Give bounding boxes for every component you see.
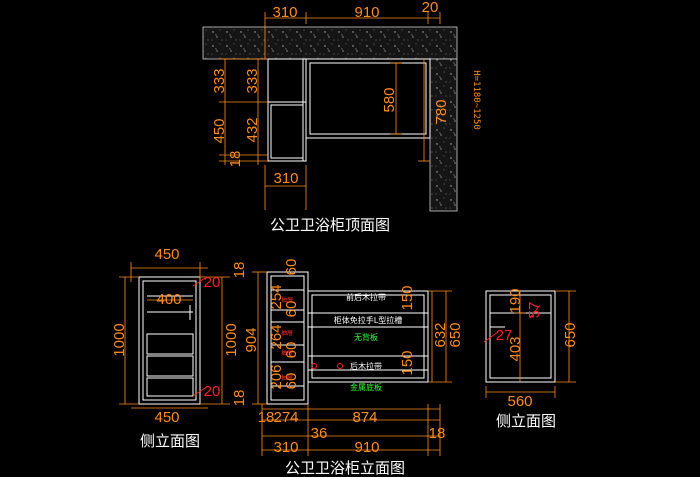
dim-right-780: 780 bbox=[433, 99, 450, 124]
marker-circle-mid bbox=[337, 363, 343, 369]
front-view: 904 60 254 60 264 60 206 60 18 274 874 3… bbox=[243, 259, 464, 477]
top-dim-lines bbox=[219, 12, 441, 210]
dim-bottom-310: 310 bbox=[273, 170, 298, 187]
dim-side-450-top: 450 bbox=[154, 246, 179, 263]
dim-front-274: 274 bbox=[273, 409, 298, 426]
top-view-cabinets bbox=[267, 58, 431, 162]
side-left-outline bbox=[138, 276, 201, 405]
dim-front-650: 650 bbox=[447, 322, 464, 347]
dim-front-910: 910 bbox=[354, 439, 379, 456]
dim-front-60c: 60 bbox=[283, 373, 300, 390]
red-27: 27 bbox=[496, 327, 513, 344]
dim-side-1000-left: 1000 bbox=[111, 323, 128, 356]
dim-right-190: 190 bbox=[507, 288, 524, 313]
dim-top-20: 20 bbox=[422, 0, 439, 16]
dim-side-18-top: 18 bbox=[231, 262, 248, 279]
drawer-label-3: 抽屉 bbox=[281, 349, 293, 357]
dim-side-1000-right: 1000 bbox=[223, 323, 240, 356]
drawer-label-1: 抽屉 bbox=[281, 296, 293, 304]
dim-left-450: 450 bbox=[211, 118, 228, 143]
dim-front-60a: 60 bbox=[283, 301, 300, 318]
front-dims bbox=[252, 271, 452, 456]
front-outline bbox=[266, 271, 429, 405]
label-metal-base: 金属底板 bbox=[350, 382, 382, 392]
dim-front-264: 264 bbox=[268, 324, 285, 349]
dim-front-150b: 150 bbox=[399, 350, 416, 375]
drawer-label-4: 抽屉 bbox=[281, 374, 293, 382]
label-back-wood: 后木拉带 bbox=[350, 361, 382, 371]
side-right-red-marks bbox=[483, 304, 541, 343]
dim-right-403: 403 bbox=[507, 336, 524, 361]
height-note: H=1180~1250 bbox=[471, 70, 481, 130]
dim-front-904: 904 bbox=[243, 327, 260, 352]
dim-side-400: 400 bbox=[156, 291, 181, 308]
dim-front-150a: 150 bbox=[399, 285, 416, 310]
dim-front-60-top: 60 bbox=[283, 259, 300, 276]
label-cabinet-note: 柜体免拉手L型拉槽 bbox=[334, 315, 402, 325]
dim-front-632: 632 bbox=[432, 322, 449, 347]
dim-front-874: 874 bbox=[352, 409, 377, 426]
dim-front-18-left: 18 bbox=[258, 409, 275, 426]
dim-top-910: 910 bbox=[354, 4, 379, 21]
top-view-title: 公卫卫浴柜顶面图 bbox=[270, 216, 390, 234]
dim-left-333b: 333 bbox=[244, 68, 261, 93]
label-no-back: 无背板 bbox=[354, 332, 378, 342]
dim-front-254: 254 bbox=[268, 284, 285, 309]
right-wall bbox=[429, 58, 458, 212]
dim-left-432: 432 bbox=[244, 117, 261, 142]
red-57: 57 bbox=[526, 302, 543, 319]
label-front-back: 前后木拉带 bbox=[346, 292, 386, 302]
dim-front-310: 310 bbox=[273, 439, 298, 456]
dim-left-18: 18 bbox=[227, 151, 244, 168]
dim-side-450-bottom: 450 bbox=[154, 409, 179, 426]
side-view-right: 190 403 650 560 27 57 侧立面图 bbox=[483, 288, 579, 430]
dim-front-206: 206 bbox=[268, 364, 285, 389]
red-20-top: 20 bbox=[204, 274, 221, 291]
dim-side-18-bottom: 18 bbox=[231, 390, 248, 407]
dim-front-18-right: 18 bbox=[429, 425, 446, 442]
side-left-title: 侧立面图 bbox=[140, 432, 200, 450]
dim-left-333a: 333 bbox=[211, 68, 228, 93]
side-view-left: 450 400 450 1000 1000 18 18 20 20 侧立面图 bbox=[111, 246, 248, 450]
drawer-label-2: 抽屉 bbox=[281, 329, 293, 337]
side-left-dims bbox=[119, 262, 230, 409]
side-left-red-marks bbox=[192, 277, 206, 397]
top-view: 310 910 20 333 333 450 432 18 580 780 H=… bbox=[202, 0, 481, 234]
front-view-title: 公卫卫浴柜立面图 bbox=[285, 459, 405, 477]
dim-center-580: 580 bbox=[381, 87, 398, 112]
side-right-title: 侧立面图 bbox=[496, 412, 556, 430]
dim-front-60b: 60 bbox=[283, 342, 300, 359]
dim-front-36: 36 bbox=[311, 425, 328, 442]
side-right-dims bbox=[485, 290, 576, 398]
marker-circle-left bbox=[311, 363, 317, 369]
dim-top-310: 310 bbox=[272, 4, 297, 21]
top-wall bbox=[202, 26, 458, 60]
dim-right-650: 650 bbox=[562, 322, 579, 347]
red-20-bottom: 20 bbox=[204, 383, 221, 400]
dim-right-560: 560 bbox=[507, 393, 532, 410]
